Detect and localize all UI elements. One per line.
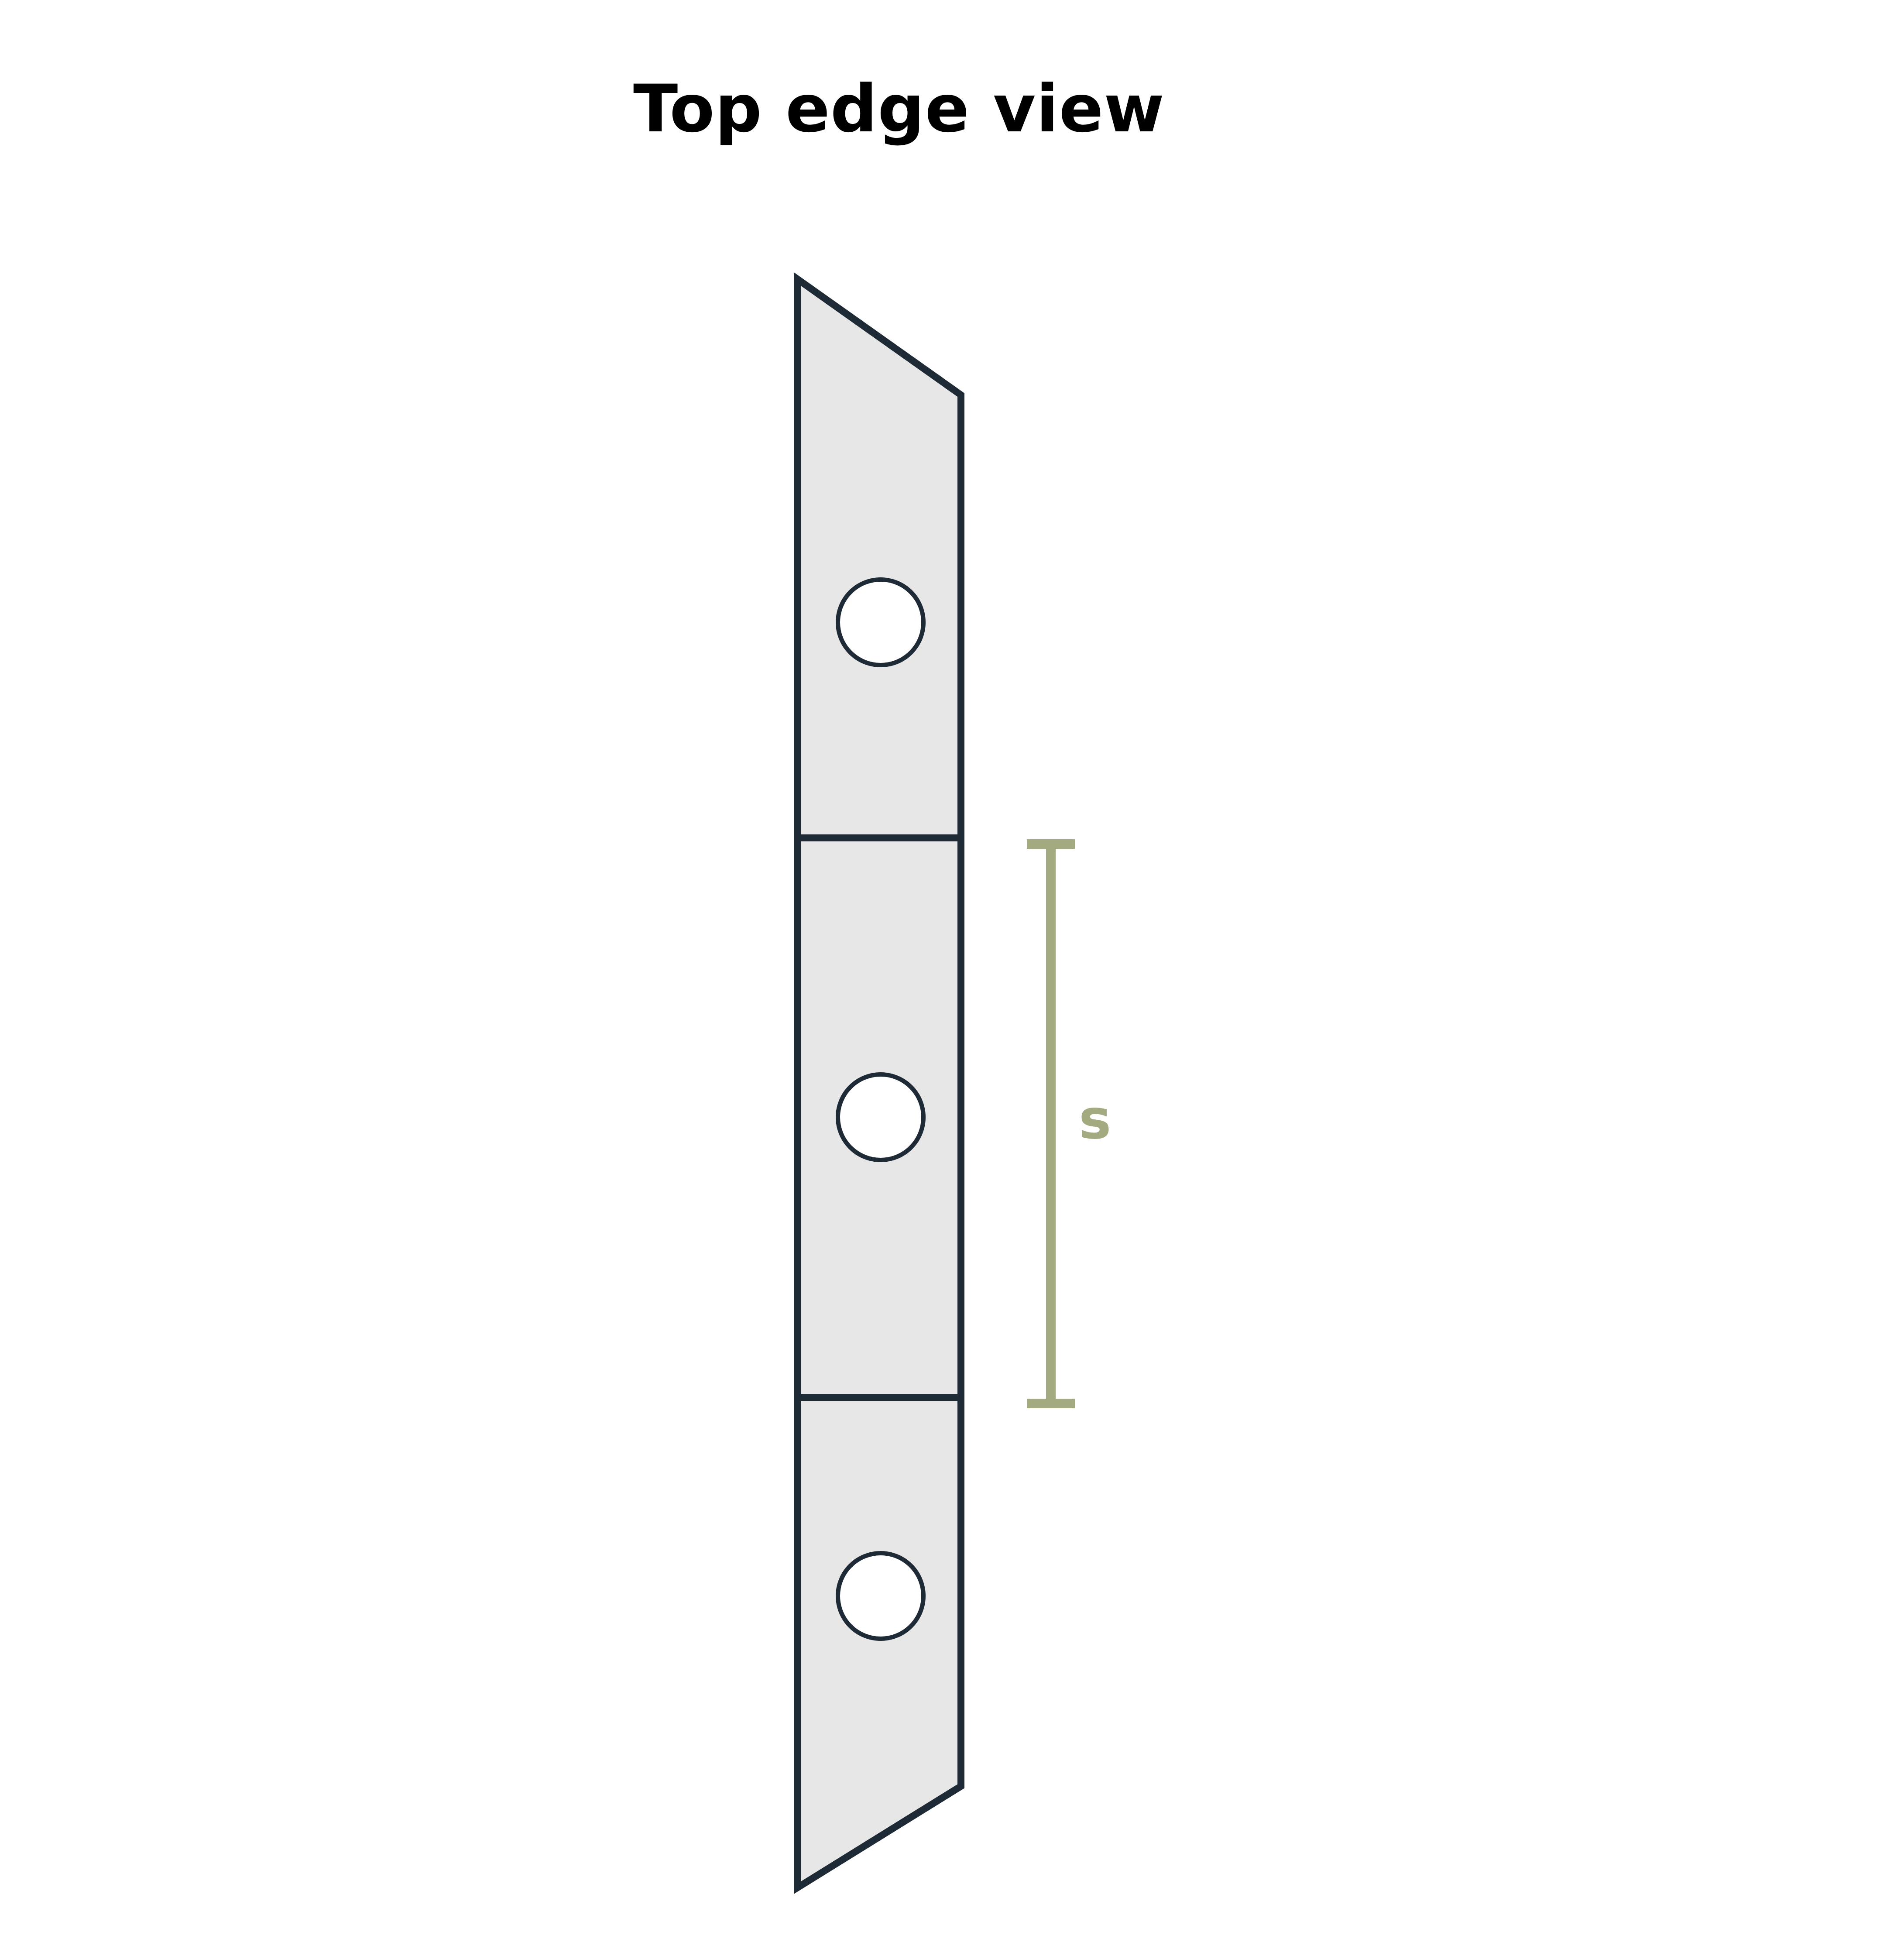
bottom-segment <box>794 1394 964 1894</box>
top-segment <box>794 272 964 841</box>
diagram-title: Top edge view <box>633 71 1165 147</box>
spacing-dimension: s <box>1027 839 1111 1408</box>
middle-hole <box>836 1072 926 1162</box>
bottom-hole <box>836 1551 926 1641</box>
dimension-label: s <box>1079 1088 1111 1151</box>
top-hole <box>836 577 926 667</box>
